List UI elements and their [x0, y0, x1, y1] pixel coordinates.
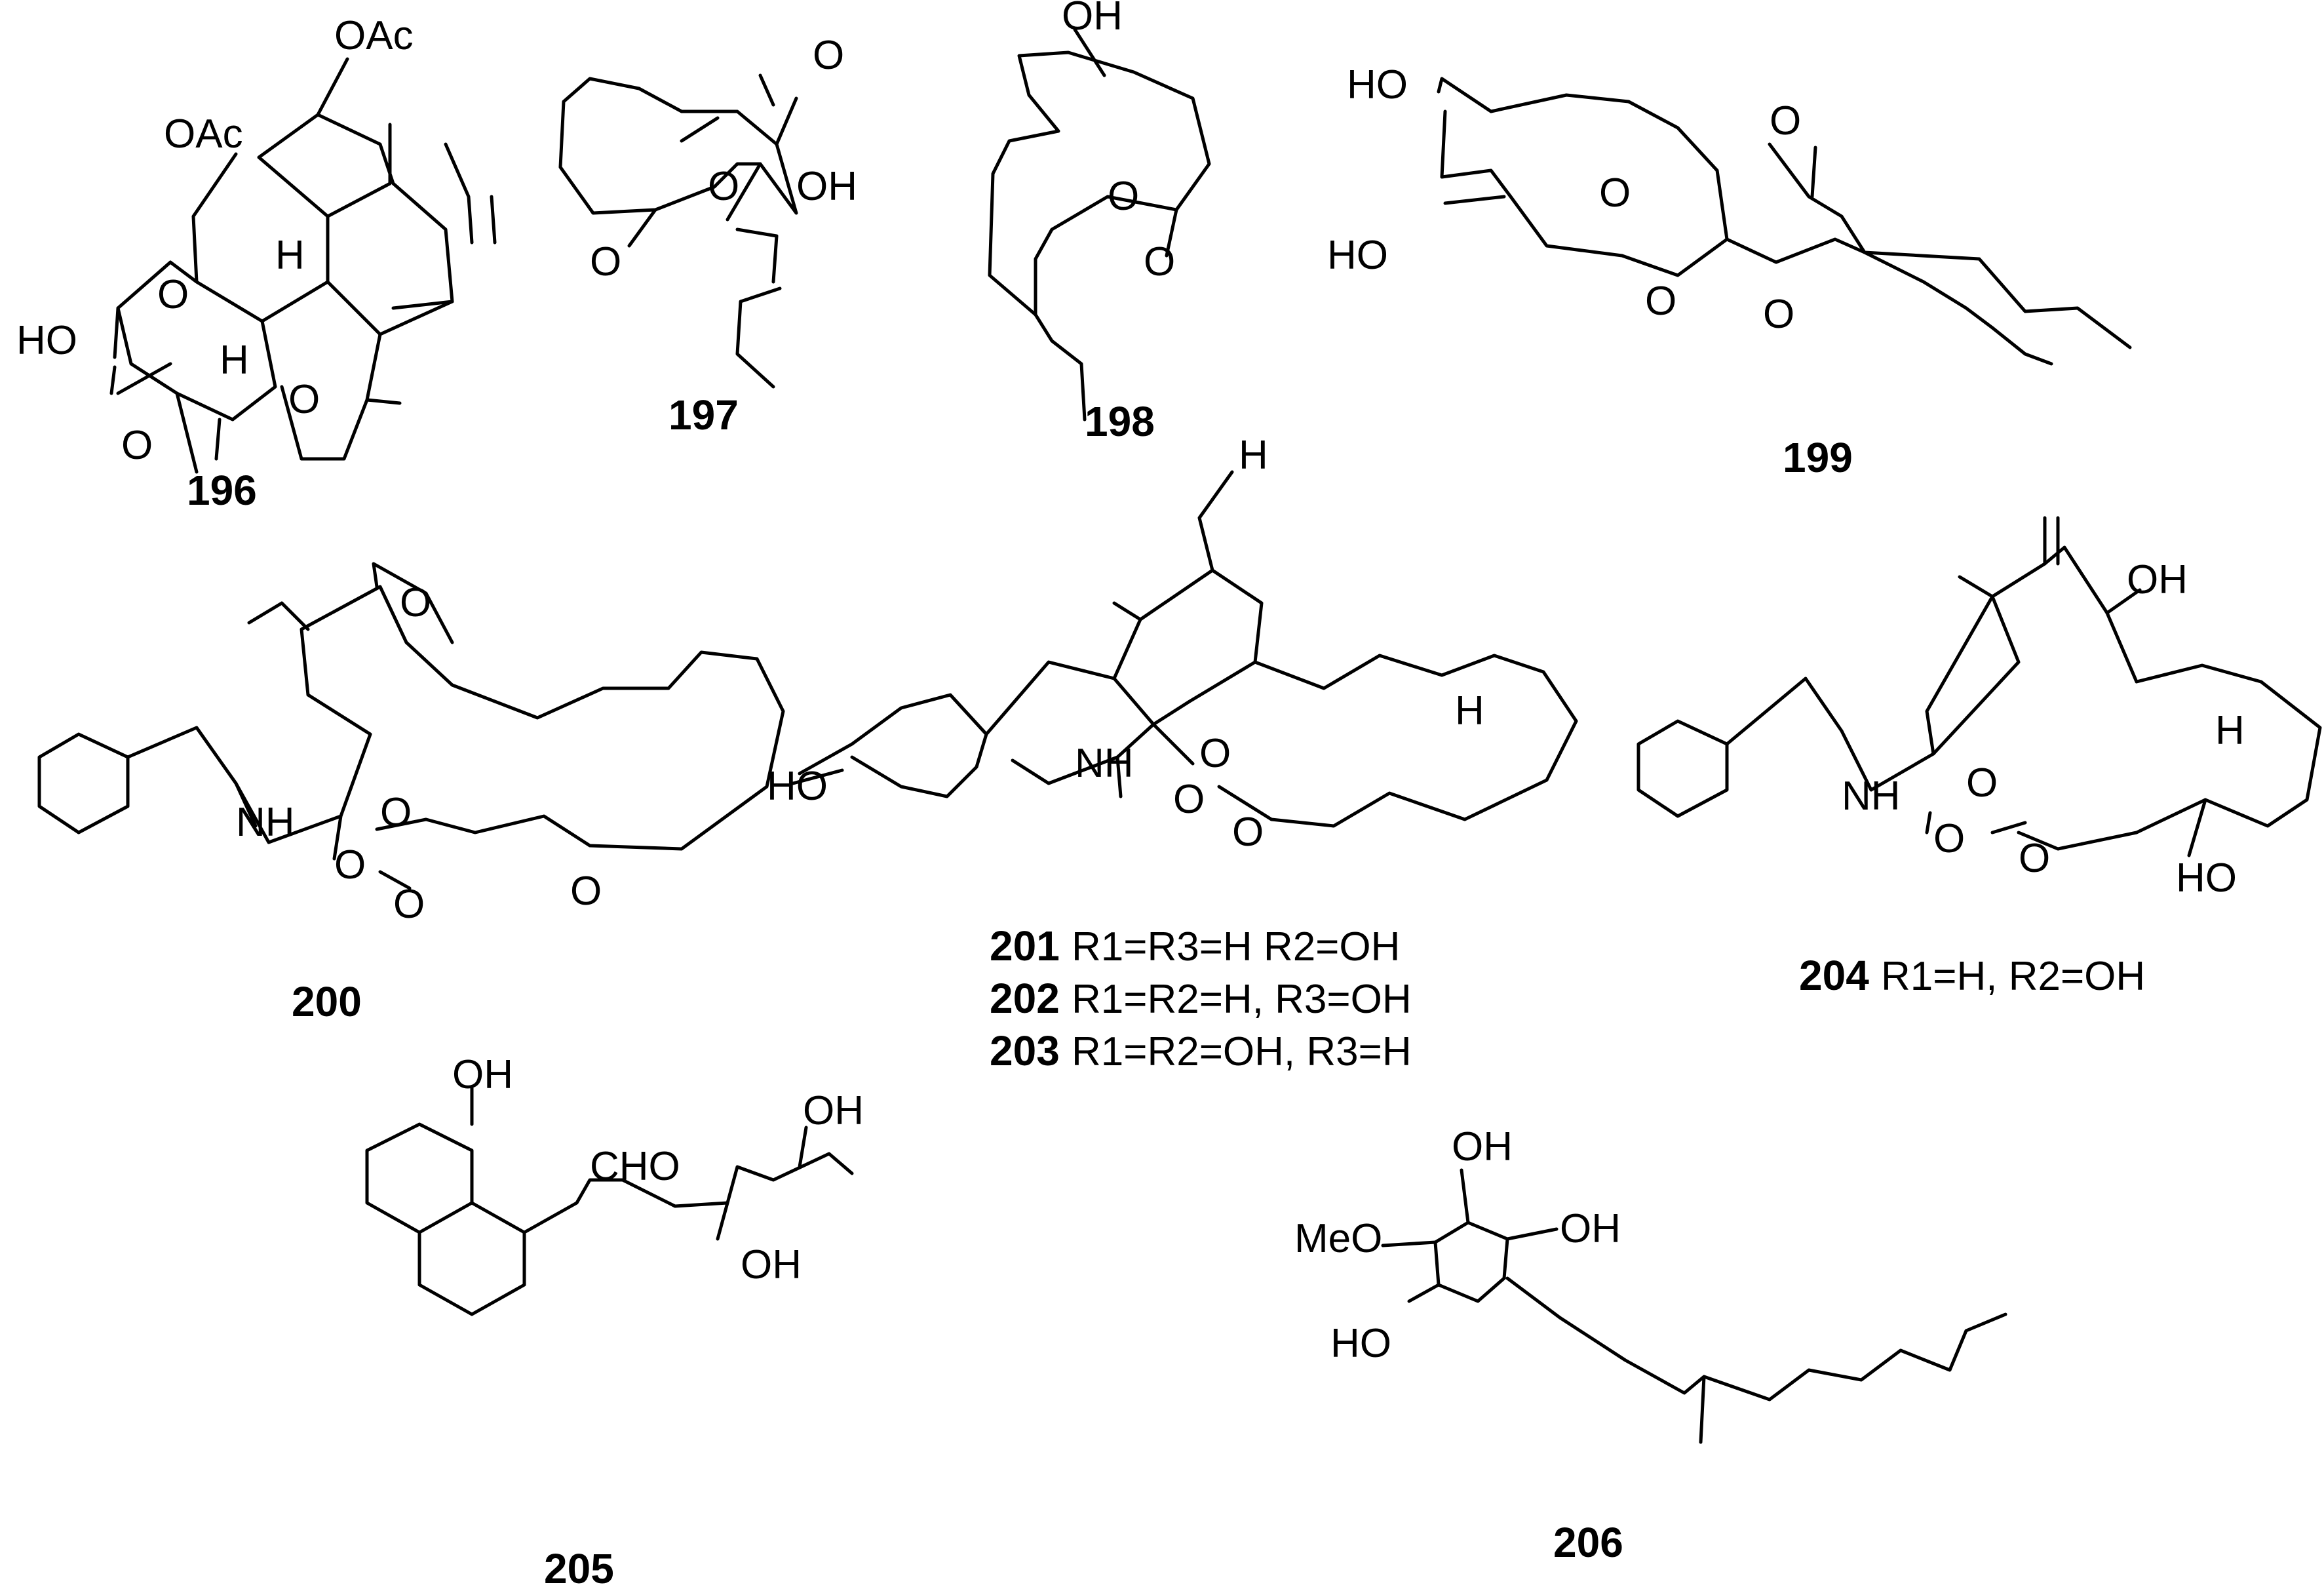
ho-label: HO	[16, 318, 77, 363]
compound-199: HO HO O O O O 199	[1327, 62, 2132, 481]
compound-number: 200	[292, 978, 362, 1025]
oh-label: OH	[452, 1052, 513, 1097]
ring-o-label: O	[1108, 174, 1139, 219]
oac-top-label: OAc	[334, 13, 414, 58]
caption-text: R1=R2=H, R3=OH	[1072, 977, 1412, 1022]
compound-198: OH O O 198	[988, 0, 1211, 445]
compound-number: 197	[668, 391, 739, 439]
caption-number: 203	[990, 1027, 1060, 1074]
ester-o-label: O	[1966, 760, 1998, 806]
ho-label: HO	[2176, 855, 2237, 901]
caption-202: 202 R1=R2=H, R3=OH	[990, 975, 1412, 1022]
h-label: H	[275, 233, 305, 278]
lactam-o-label: O	[1173, 777, 1205, 822]
compound-205: OH CHO OH OH 205	[365, 1052, 864, 1589]
h-label: H	[1239, 433, 1268, 478]
ring-o-label: O	[157, 272, 189, 317]
caption-number: 202	[990, 975, 1060, 1022]
h-label: H	[2215, 708, 2245, 753]
caption-number: 204	[1799, 952, 1869, 999]
compound-206: OH MeO OH HO 206	[1294, 1124, 2007, 1566]
ho-label: HO	[1347, 62, 1408, 108]
ho-label: HO	[1327, 233, 1388, 278]
ho-label: HO	[767, 764, 828, 809]
ketone-o-label: O	[288, 377, 320, 422]
ester-o-label: O	[380, 790, 412, 835]
ho-label: HO	[1330, 1321, 1391, 1366]
epoxide-o-label: O	[400, 580, 431, 625]
oh-label: OH	[741, 1242, 802, 1287]
nh-label: NH	[1075, 741, 1134, 786]
oh-label: OH	[1452, 1124, 1513, 1169]
compound-number: 199	[1783, 434, 1853, 481]
caption-text: R1=H, R2=OH	[1881, 954, 2145, 999]
h-label: H	[1455, 688, 1484, 734]
carbonyl-o-label: O	[1232, 810, 1264, 855]
oac-left-label: OAc	[164, 111, 243, 157]
compound-197: O O O OH 197	[558, 33, 857, 439]
oh-label: OH	[796, 164, 857, 209]
oh-label: OH	[803, 1088, 864, 1133]
compound-196: OAc OAc H H HO O O O 196	[16, 13, 497, 514]
caption-number: 201	[990, 922, 1060, 970]
ester-o-label: O	[590, 239, 621, 284]
cho-label: CHO	[590, 1144, 680, 1189]
caption-text: R1=R2=OH, R3=H	[1072, 1029, 1412, 1074]
nh-label: NH	[236, 800, 295, 845]
caption-204: 204 R1=H, R2=OH	[1799, 952, 2145, 999]
lactam-o-label: O	[1933, 816, 1965, 861]
carbonyl-o-label: O	[393, 882, 425, 927]
ring-o-label: O	[708, 164, 739, 209]
compound-number: 196	[187, 467, 257, 514]
ester-o-label: O	[1199, 731, 1231, 776]
caption-203: 203 R1=R2=OH, R3=H	[990, 1027, 1412, 1074]
oh-label: OH	[1062, 0, 1123, 39]
h-label: H	[220, 338, 249, 383]
meo-label: MeO	[1294, 1216, 1382, 1261]
compound-number: 205	[544, 1545, 614, 1589]
compound-204: OH NH O O O H HO	[1636, 516, 2322, 901]
ester-o-label: O	[1763, 292, 1794, 337]
oh-label: OH	[2127, 557, 2188, 602]
carbonyl-o-label: O	[2019, 836, 2050, 881]
compound-number: 198	[1085, 398, 1155, 445]
caption-text: R1=R3=H R2=OH	[1072, 924, 1400, 970]
oh-label: OH	[1560, 1206, 1621, 1251]
compound-200: O NH O O O O 200	[37, 562, 785, 1025]
carbonyl-o-label: O	[121, 423, 153, 468]
carbonyl-o-label: O	[1144, 239, 1175, 284]
ester-o-label: O	[1770, 98, 1801, 144]
nh-label: NH	[1842, 774, 1901, 819]
caption-201: 201 R1=R3=H R2=OH	[990, 922, 1400, 970]
lactam-o-label: O	[334, 842, 366, 888]
compound-201: H HO NH O O O H	[767, 433, 1578, 855]
ring-o-label: O	[1599, 170, 1631, 216]
compound-number: 206	[1553, 1519, 1623, 1566]
ketone-o-label: O	[813, 33, 844, 78]
lactone-o-label: O	[1645, 279, 1676, 324]
ketone-o-label: O	[570, 869, 602, 914]
